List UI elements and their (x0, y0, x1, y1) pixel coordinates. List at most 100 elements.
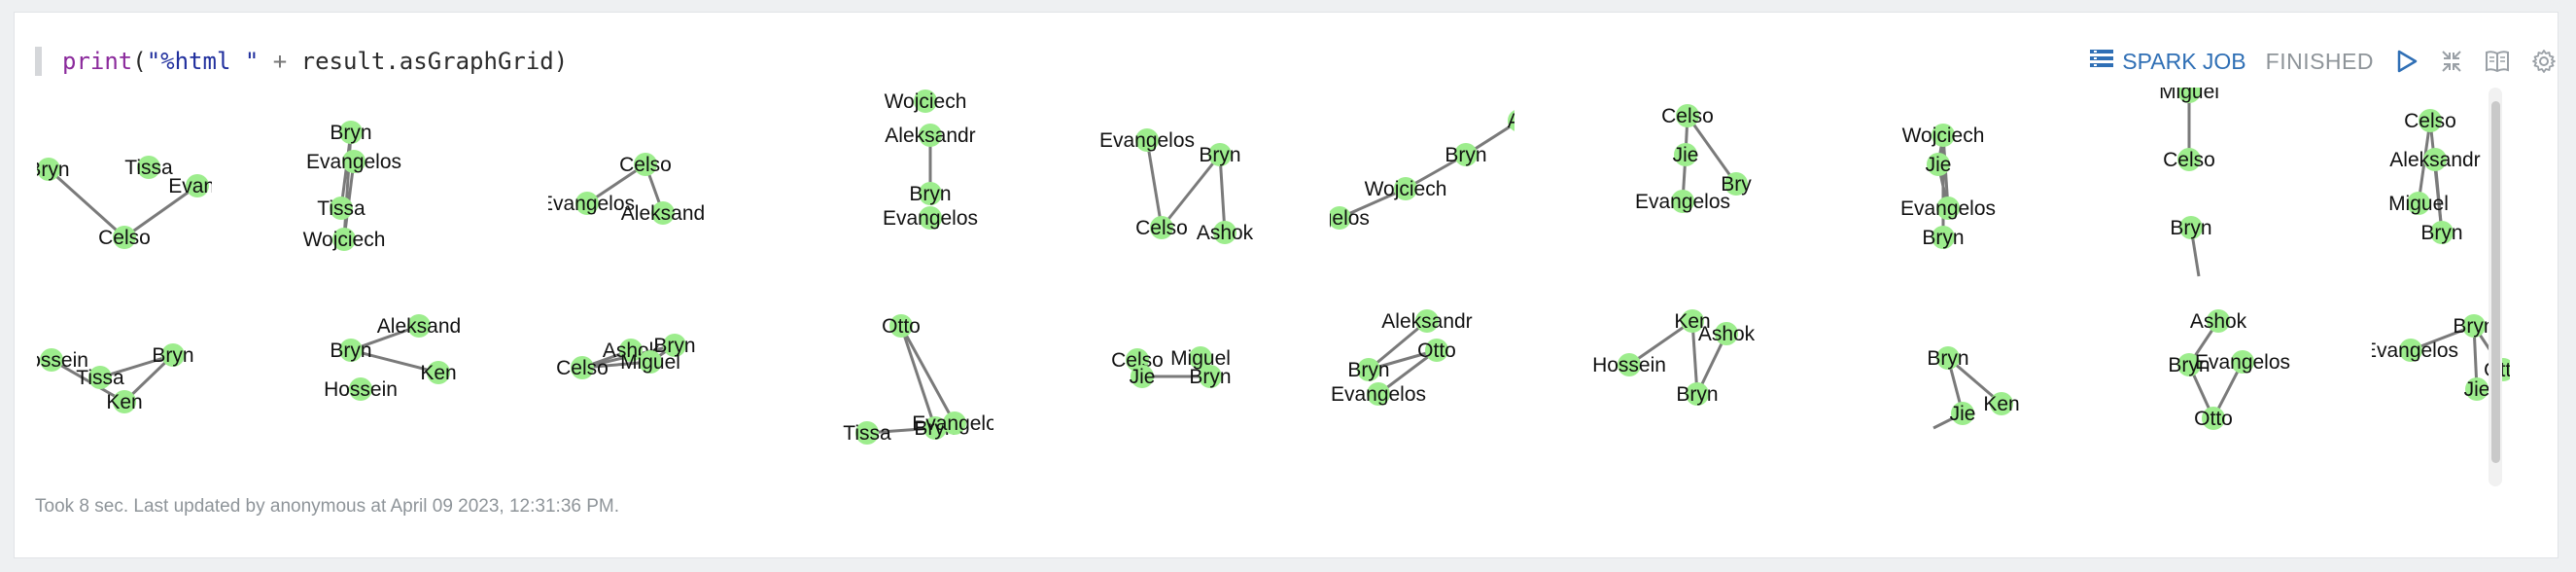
graph-node[interactable] (663, 334, 686, 357)
graph-node[interactable] (88, 366, 112, 389)
graph-node[interactable] (2177, 148, 2201, 171)
graph-node-label: Celso (2404, 110, 2456, 132)
graph-node[interactable] (1674, 143, 1697, 166)
graph-node[interactable] (2177, 353, 2201, 376)
graph-node[interactable] (651, 201, 675, 225)
graph-node[interactable] (2231, 350, 2254, 374)
graph-node[interactable] (1367, 382, 1390, 406)
graph-node[interactable] (634, 153, 657, 176)
graph-node[interactable] (1131, 365, 1154, 388)
graph-node[interactable] (571, 356, 594, 379)
graph-node-label: Jie (1673, 144, 1699, 166)
graph-node[interactable] (339, 121, 363, 144)
graph-node[interactable] (619, 339, 643, 362)
graph-node[interactable] (1357, 358, 1380, 381)
results-scrollbar-thumb[interactable] (2491, 101, 2500, 463)
graph-node[interactable] (2423, 148, 2447, 171)
graph-node[interactable] (1936, 197, 1960, 220)
graph-node[interactable] (1189, 346, 1212, 370)
graph-node[interactable] (137, 156, 160, 179)
graph-node[interactable] (1932, 124, 1955, 147)
graph-node[interactable] (1454, 143, 1478, 166)
graph-node[interactable] (1724, 172, 1748, 196)
graph-node[interactable] (1676, 104, 1699, 127)
graph-node[interactable] (40, 348, 63, 372)
run-icon[interactable] (2395, 49, 2419, 74)
graph-node[interactable] (1508, 109, 1531, 132)
graph-node[interactable] (2399, 339, 2422, 362)
graph-node[interactable] (1932, 226, 1955, 249)
graph-node[interactable] (1425, 339, 1448, 362)
graph-node[interactable] (1394, 177, 1417, 200)
graph-node[interactable] (407, 314, 431, 338)
paragraph-toolbar: SPARK JOB FINISHED (2089, 45, 2557, 78)
graph-node[interactable] (161, 343, 185, 367)
graph-node[interactable] (1715, 322, 1738, 345)
graph-node[interactable] (1990, 392, 2013, 415)
graph-node[interactable] (2177, 88, 2201, 103)
graph-node[interactable] (1927, 153, 1950, 176)
graph-node[interactable] (1671, 190, 1694, 213)
graph-node[interactable] (919, 182, 942, 205)
graph-node[interactable] (113, 390, 136, 413)
book-icon[interactable] (2485, 49, 2510, 74)
graph-node[interactable] (1415, 309, 1439, 333)
graph-node[interactable] (2207, 309, 2230, 333)
graph-node-label: Evangelo (912, 412, 997, 435)
graph-node[interactable] (919, 124, 942, 147)
graph-node[interactable] (919, 206, 942, 230)
spark-job-button[interactable]: SPARK JOB (2089, 48, 2246, 75)
graph-node[interactable] (1681, 309, 1704, 333)
graph-node-label: Evangelos (883, 207, 978, 230)
graph-node[interactable] (332, 228, 356, 251)
graph-node[interactable] (186, 174, 209, 197)
graph-node-label: Hossein (324, 378, 398, 401)
graph-node-label: Bryn (909, 183, 951, 205)
graph-node[interactable] (914, 89, 937, 113)
graph-node[interactable] (349, 377, 372, 401)
graph-node[interactable] (339, 339, 363, 362)
graph-node-label: Miguel (2388, 193, 2449, 215)
graph-node[interactable] (855, 421, 879, 445)
graph-node[interactable] (37, 158, 60, 181)
graph-node[interactable] (2179, 216, 2203, 239)
graph-node[interactable] (113, 226, 136, 249)
graph-node[interactable] (427, 361, 450, 384)
graph-edge (123, 184, 198, 239)
graph-node[interactable] (1951, 402, 1974, 425)
collapse-icon[interactable] (2440, 49, 2463, 74)
graph-node[interactable] (330, 197, 353, 220)
graph-node[interactable] (1208, 143, 1232, 166)
graph-node-label: Otto (1417, 340, 1456, 362)
graph-node[interactable] (2462, 314, 2486, 338)
graph-node[interactable] (889, 314, 913, 338)
graph-node[interactable] (1135, 128, 1159, 152)
graph-node[interactable] (2430, 221, 2454, 244)
code-text[interactable]: print("%html " + result.asGraphGrid) (62, 48, 568, 75)
graph-node-label: Tissa (124, 157, 173, 179)
graph-node[interactable] (2202, 407, 2225, 430)
graph-node[interactable] (943, 411, 966, 435)
graph-node[interactable] (2407, 192, 2430, 215)
graph-node[interactable] (639, 350, 662, 374)
graph-node[interactable] (1328, 206, 1351, 230)
graph-node[interactable] (2465, 377, 2489, 401)
graph-edge (1145, 139, 1164, 229)
graph-node[interactable] (1199, 365, 1222, 388)
graph-node[interactable] (575, 192, 599, 215)
graph-node[interactable] (342, 150, 366, 173)
graph-node[interactable] (1150, 216, 1173, 239)
code-editor[interactable]: print("%html " + result.asGraphGrid) (35, 45, 568, 78)
graph-node-label: Wojciech (885, 90, 967, 113)
settings-icon[interactable] (2531, 49, 2557, 74)
graph-node[interactable] (1618, 353, 1641, 376)
graph-edge (2428, 120, 2444, 233)
graph-node[interactable] (1213, 221, 1236, 244)
graph-node[interactable] (1686, 382, 1709, 406)
graph-node[interactable] (1936, 346, 1960, 370)
graph-node[interactable] (2419, 109, 2442, 132)
graph-node[interactable] (923, 416, 947, 440)
